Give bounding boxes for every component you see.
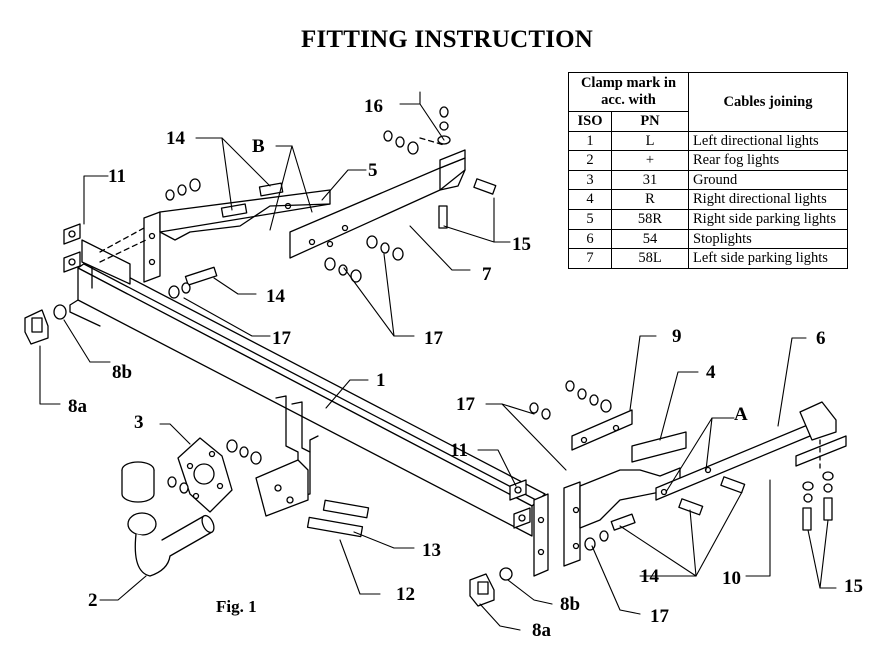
- label-17-right: 17: [456, 394, 476, 415]
- pn-cell: 54: [611, 228, 689, 250]
- desc-cell: Left side parking lights: [688, 248, 848, 269]
- left-fasteners: [99, 106, 497, 299]
- label-3: 3: [134, 412, 144, 433]
- label-11-top: 11: [108, 166, 126, 187]
- header-cables-joining: Cables joining: [688, 72, 848, 132]
- label-8b-right: 8b: [560, 594, 580, 615]
- desc-cell: Right directional lights: [688, 189, 848, 210]
- label-12: 12: [396, 584, 415, 605]
- label-16: 16: [364, 96, 383, 117]
- label-8a-left: 8a: [68, 396, 88, 417]
- label-9: 9: [672, 326, 682, 347]
- label-6: 6: [816, 328, 826, 349]
- table-header-row: Clamp mark in acc. with Cables joining: [568, 72, 848, 132]
- left-side-bracket: [143, 149, 466, 283]
- right-end-cap: [469, 567, 513, 607]
- label-17-bottom: 17: [650, 606, 670, 627]
- pn-cell: 58L: [611, 248, 689, 269]
- right-side-bracket: [529, 380, 847, 567]
- desc-cell: Stoplights: [688, 228, 848, 250]
- label-17-left: 17: [272, 328, 292, 349]
- pn-cell: 31: [611, 169, 689, 191]
- tow-ball-assembly: [121, 437, 262, 577]
- iso-cell: 7: [568, 248, 612, 269]
- left-mount-plate: [63, 223, 131, 285]
- cables-joining-table: Clamp mark in acc. with Cables joining I…: [568, 72, 848, 269]
- figure-caption: Fig. 1: [216, 597, 257, 616]
- label-11-bottom: 11: [450, 440, 468, 461]
- desc-cell: Right side parking lights: [688, 208, 848, 230]
- label-B: B: [252, 136, 265, 157]
- page-title: FITTING INSTRUCTION: [300, 26, 594, 53]
- label-8b-left: 8b: [112, 362, 132, 383]
- label-7: 7: [482, 264, 492, 285]
- label-13: 13: [422, 540, 441, 561]
- label-2: 2: [88, 590, 98, 611]
- center-bracket: [255, 395, 370, 538]
- header-pn: PN: [611, 111, 689, 132]
- right-mount-plate: [509, 479, 549, 577]
- label-10: 10: [722, 568, 741, 589]
- left-end-cap: [24, 304, 67, 345]
- label-15-right: 15: [844, 576, 863, 597]
- label-1: 1: [376, 370, 386, 391]
- leader-lines: [39, 91, 837, 631]
- label-14-mid: 14: [266, 286, 286, 307]
- label-14-right: 14: [640, 566, 660, 587]
- part-labels: 16 14 B 5 11 15 7 14 17 17 9 6 8b 1 4 8a…: [68, 96, 863, 641]
- label-A: A: [734, 404, 748, 425]
- label-17-mid: 17: [424, 328, 444, 349]
- label-14-top: 14: [166, 128, 186, 149]
- label-8a-right: 8a: [532, 620, 552, 641]
- header-clamp-text: Clamp mark in acc. with: [580, 75, 677, 108]
- label-15-top: 15: [512, 234, 531, 255]
- label-5: 5: [368, 160, 378, 181]
- desc-cell: Ground: [688, 169, 848, 191]
- header-clamp-mark: Clamp mark in acc. with: [568, 72, 689, 112]
- label-4: 4: [706, 362, 716, 383]
